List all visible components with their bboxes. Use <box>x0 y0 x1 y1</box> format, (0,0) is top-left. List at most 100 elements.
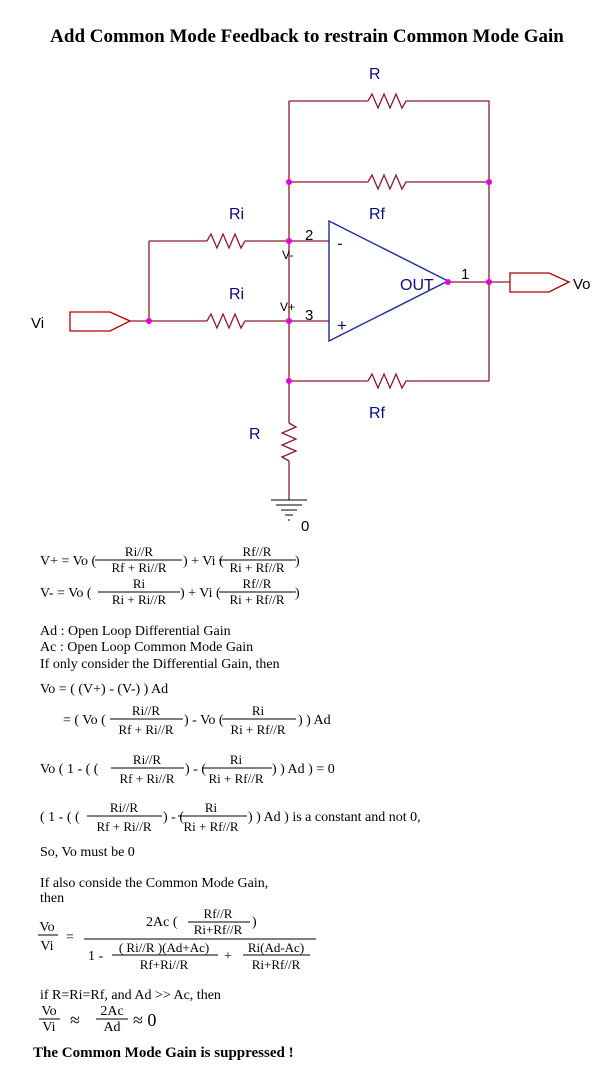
equation-vplus: V+ = Vo ( Ri//R Rf + Ri//R ) + Vi ( Rf//… <box>40 544 300 575</box>
svg-text:Ri + Rf//R: Ri + Rf//R <box>208 771 263 786</box>
resistor-r-ground <box>280 422 298 462</box>
svg-text:Vi: Vi <box>40 939 53 954</box>
label-ground-node: 0 <box>301 518 309 535</box>
svg-text:Ri: Ri <box>205 800 218 815</box>
equation-closed-loop-gain: Vo Vi = 2Ac ( Rf//R Ri+Rf//R ) 1 - ( Ri/… <box>38 906 316 972</box>
svg-text:): ) <box>295 554 300 569</box>
label-ri-bottom: Ri <box>229 286 244 303</box>
svg-text:Ri: Ri <box>252 703 265 718</box>
label-vi: Vi <box>31 315 44 332</box>
svg-text:Ri//R: Ri//R <box>132 703 161 718</box>
svg-text:≈ 0: ≈ 0 <box>133 1010 156 1030</box>
vo-output-port <box>509 272 571 293</box>
svg-text:Vi: Vi <box>42 1020 55 1035</box>
svg-text:) - (: ) - ( <box>185 762 206 777</box>
svg-text:Rf//R: Rf//R <box>204 906 233 921</box>
resistor-ri-top <box>206 232 249 250</box>
svg-text:1 -: 1 - <box>88 949 104 964</box>
text-then: then <box>40 891 64 906</box>
opamp-symbol <box>328 219 450 343</box>
svg-text:Rf+Ri//R: Rf+Ri//R <box>140 957 189 972</box>
svg-text:Ri + Rf//R: Ri + Rf//R <box>229 592 284 607</box>
svg-text:Ri + Rf//R: Ri + Rf//R <box>230 722 285 737</box>
opamp-out-label: OUT <box>400 277 434 294</box>
svg-text:+: + <box>224 949 232 964</box>
svg-text:Rf//R: Rf//R <box>243 576 272 591</box>
svg-text:Rf//R: Rf//R <box>243 544 272 559</box>
svg-text:) ) Ad ) is a constant and not: ) ) Ad ) is a constant and not 0, <box>248 810 421 825</box>
svg-text:2Ac (: 2Ac ( <box>146 915 178 930</box>
label-r-top: R <box>369 66 381 83</box>
svg-text:Rf + Ri//R: Rf + Ri//R <box>119 771 174 786</box>
equation-vo-expanded: = ( Vo ( Ri//R Rf + Ri//R ) - Vo ( Ri Ri… <box>63 703 331 737</box>
svg-text:=: = <box>66 930 74 945</box>
text-so-vo-zero: So, Vo must be 0 <box>40 845 135 860</box>
svg-text:) ) Ad: ) ) Ad <box>298 713 331 728</box>
circuit-diagram: - + OUT R Rf Ri Ri Rf R <box>31 66 591 535</box>
derivation: V+ = Vo ( Ri//R Rf + Ri//R ) + Vi ( Rf//… <box>33 544 421 1061</box>
label-rf-mid: Rf <box>369 206 386 223</box>
equation-final-approx: Vo Vi ≈ 2Ac Ad ≈ 0 <box>39 1004 156 1035</box>
svg-text:2Ac: 2Ac <box>100 1004 123 1019</box>
text-condition: if R=Ri=Rf, and Ad >> Ac, then <box>40 988 221 1003</box>
svg-text:Rf + Ri//R: Rf + Ri//R <box>96 819 151 834</box>
ground-symbol <box>271 499 307 521</box>
svg-text:Ri//R: Ri//R <box>110 800 139 815</box>
resistor-ri-bottom <box>206 312 249 330</box>
svg-text:): ) <box>295 586 300 601</box>
svg-text:Ri//R: Ri//R <box>125 544 154 559</box>
label-ri-top: Ri <box>229 206 244 223</box>
svg-text:Vo: Vo <box>39 920 54 935</box>
svg-text:V+ = Vo (: V+ = Vo ( <box>40 554 96 569</box>
label-pin-3: 3 <box>305 307 313 324</box>
equation-constant: ( 1 - ( ( Ri//R Rf + Ri//R ) - ( Ri Ri +… <box>40 800 421 834</box>
definition-ac: Ac : Open Loop Common Mode Gain <box>40 640 253 655</box>
svg-text:Ri: Ri <box>230 752 243 767</box>
label-rf-bottom: Rf <box>369 405 386 422</box>
label-r-ground: R <box>249 426 261 443</box>
resistor-r-top <box>367 92 410 110</box>
definition-ad: Ad : Open Loop Differential Gain <box>40 624 231 639</box>
equation-vminus: V- = Vo ( Ri Ri + Ri//R ) + Vi ( Rf//R R… <box>40 576 300 607</box>
svg-text:Rf + Ri//R: Rf + Ri//R <box>118 722 173 737</box>
svg-text:) + Vi (: ) + Vi ( <box>183 554 224 569</box>
svg-text:Ad: Ad <box>103 1020 120 1035</box>
svg-text:Ri + Rf//R: Ri + Rf//R <box>229 560 284 575</box>
label-v-plus: V+ <box>280 300 295 314</box>
svg-text:) ) Ad ) = 0: ) ) Ad ) = 0 <box>272 762 335 777</box>
svg-text:Ri//R: Ri//R <box>133 752 162 767</box>
conclusion-text: The Common Mode Gain is suppressed ! <box>33 1045 294 1061</box>
label-v-minus: V- <box>282 248 293 262</box>
equation-vo-zero: Vo ( 1 - ( ( Ri//R Rf + Ri//R ) - ( Ri R… <box>40 752 335 786</box>
svg-text:Ri + Rf//R: Ri + Rf//R <box>183 819 238 834</box>
junction-dots <box>146 179 492 384</box>
label-vo: Vo <box>573 276 591 293</box>
svg-text:): ) <box>252 915 257 930</box>
svg-text:V- = Vo (: V- = Vo ( <box>40 586 92 601</box>
vi-input-port <box>69 311 132 332</box>
label-pin-1: 1 <box>461 266 469 283</box>
svg-text:Ri(Ad-Ac): Ri(Ad-Ac) <box>248 940 304 955</box>
svg-text:Ri+Rf//R: Ri+Rf//R <box>194 922 243 937</box>
svg-text:Ri: Ri <box>133 576 146 591</box>
svg-text:Vo: Vo <box>41 1004 56 1019</box>
text-if-differential: If only consider the Differential Gain, … <box>40 657 280 672</box>
svg-text:) + Vi (: ) + Vi ( <box>180 586 221 601</box>
resistor-rf-bottom <box>367 372 410 390</box>
svg-text:≈: ≈ <box>70 1010 80 1030</box>
svg-text:Ri + Ri//R: Ri + Ri//R <box>112 592 167 607</box>
svg-text:( 1 - ( (: ( 1 - ( ( <box>40 810 80 825</box>
svg-text:) - (: ) - ( <box>163 810 184 825</box>
resistor-rf-mid <box>367 173 410 191</box>
svg-text:Rf + Ri//R: Rf + Ri//R <box>111 560 166 575</box>
opamp-plus-sign: + <box>337 316 347 335</box>
page-title: Add Common Mode Feedback to restrain Com… <box>50 26 564 47</box>
svg-text:( Ri//R )(Ad+Ac): ( Ri//R )(Ad+Ac) <box>119 940 209 955</box>
label-pin-2: 2 <box>305 227 313 244</box>
svg-text:) - Vo (: ) - Vo ( <box>184 713 224 728</box>
svg-text:Ri+Rf//R: Ri+Rf//R <box>252 957 301 972</box>
text-if-common-mode: If also conside the Common Mode Gain, <box>40 876 268 891</box>
equation-vo-diff: Vo = ( (V+) - (V-) ) Ad <box>40 682 168 697</box>
svg-text:Vo ( 1 - ( (: Vo ( 1 - ( ( <box>40 762 99 777</box>
